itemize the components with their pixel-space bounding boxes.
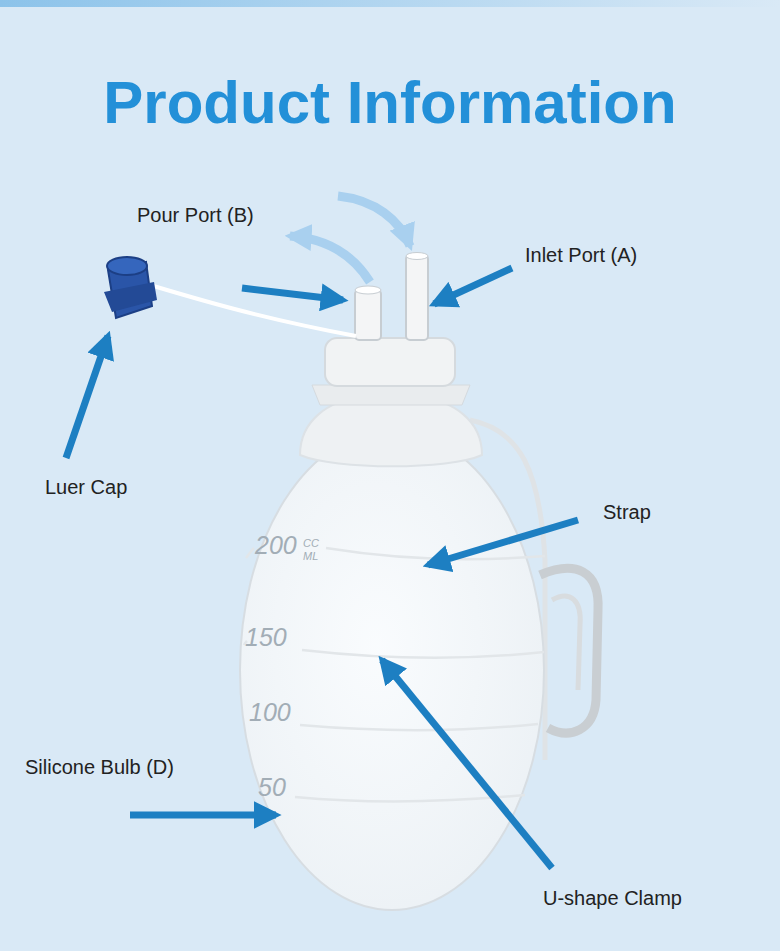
unit-label: ML (303, 551, 318, 562)
u-shape-clamp (540, 568, 598, 733)
part-label: Pour Port (B) (137, 205, 254, 225)
flow-out-arrow (290, 236, 370, 282)
unit-label: CC (303, 538, 319, 549)
pour-port (355, 290, 381, 340)
graduation-number: 200 (255, 533, 297, 558)
graduation-number: 100 (249, 700, 291, 725)
neck-ring (312, 385, 470, 405)
inlet-port (406, 255, 428, 340)
flow-in-arrow (338, 196, 410, 246)
pour-port-rim (355, 286, 381, 294)
part-label: U-shape Clamp (543, 888, 682, 908)
graduation-number: 150 (245, 625, 287, 650)
top-strip (0, 0, 780, 7)
cap-tether (140, 282, 356, 336)
leader-arrows (66, 268, 578, 868)
part-label: Luer Cap (45, 477, 127, 497)
neck-cap (325, 338, 455, 386)
clamp-inner (552, 596, 580, 690)
luer-cap (104, 257, 157, 318)
part-label: Inlet Port (A) (525, 245, 637, 265)
part-label: Strap (603, 502, 651, 522)
part-label: Silicone Bulb (D) (25, 757, 174, 777)
graduation-number: 50 (258, 775, 286, 800)
inlet-port-rim (406, 253, 428, 260)
bulb-shoulder (300, 398, 482, 466)
page-title: Product Information (0, 68, 780, 137)
